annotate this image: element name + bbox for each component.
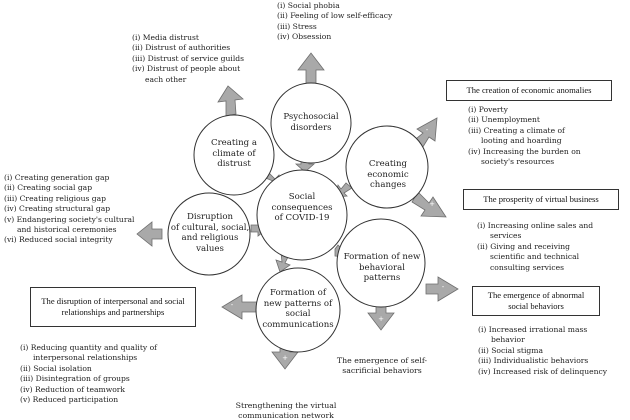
node-label-line: social: [285, 309, 311, 320]
list-item: (ii) Social stigma: [478, 345, 543, 355]
list-item: (iv) Distrust of people about each other: [132, 64, 241, 84]
list-anomalies: (i) Poverty (ii) Unemployment (iii) Crea…: [468, 105, 592, 167]
node-label-line: Formation of new: [343, 252, 421, 262]
node-communications-label: Formation of new patterns of social comm…: [260, 288, 336, 330]
list-item: (iv) Reduction of teamwork: [20, 384, 126, 394]
list-item: (v) Reduced participation: [20, 395, 119, 405]
list-distrust: (i) Media distrust (ii) Distrust of auth…: [132, 33, 256, 85]
list-item: (iii) Distrust of service guilds: [132, 53, 245, 63]
node-cultural-label: Disruption of cultural, social, and reli…: [169, 212, 251, 254]
node-label-line: values: [196, 243, 224, 254]
list-interpersonal: (i) Reducing quantity and quality of int…: [20, 343, 160, 405]
node-label-line: new patterns of: [263, 298, 333, 309]
arrow-cultural-left: [136, 221, 163, 247]
list-item: (iii) Disintegration of groups: [20, 374, 130, 384]
list-item: (ii) Unemployment: [468, 115, 540, 125]
node-label-line: distrust: [217, 159, 251, 170]
list-item: (iii) Individualistic behaviors: [478, 356, 589, 366]
node-label-line: Creating economic: [367, 159, 409, 180]
header-interpersonal-disruption: The disruption of interpersonal and soci…: [30, 287, 196, 327]
arrow-economic-plus: [411, 191, 447, 218]
list-item: (iv) Increasing the burden on society's …: [468, 146, 581, 167]
list-item: (iii) Creating a climate of looting and …: [468, 125, 565, 146]
list-item: (i) Media distrust: [132, 33, 199, 42]
list-item: (i) Creating generation gap: [4, 173, 110, 182]
sign-economic-plus: +: [429, 200, 435, 208]
list-item: (i) Increasing online sales and services: [477, 221, 594, 241]
node-label-line: changes: [369, 180, 406, 191]
node-label-line: climate of: [212, 148, 256, 159]
node-communications-circle: [255, 267, 341, 353]
center-label-line: consequences: [271, 202, 333, 213]
node-label-line: of cultural, social,: [170, 222, 250, 233]
header-economic-anomalies: The creation of economic anomalies: [446, 80, 612, 101]
list-item: (i) Poverty: [468, 105, 508, 114]
list-item: (i) Reducing quantity and quality of int…: [20, 343, 157, 363]
arrow-behavioral-minus: [425, 276, 459, 302]
sign-communications-minus: -: [230, 301, 234, 309]
center-circle: [256, 169, 348, 261]
node-distrust-circle: [193, 114, 275, 196]
node-economic-circle: [345, 125, 429, 209]
list-item: (ii) Giving and receiving scientific and…: [477, 241, 580, 272]
arrow-psychosocial-up: [297, 52, 325, 87]
node-psychosocial-label: Psychosocial disorders: [276, 112, 346, 133]
node-psychosocial-circle: [270, 82, 352, 164]
list-item: (v) Endangering society's cultural and h…: [4, 214, 135, 235]
arrow-distrust-up: [217, 85, 244, 117]
outcome-virtual-network: Strengthening the virtual communication …: [235, 401, 337, 420]
list-abnormal: (i) Increased irrational mass behavior (…: [478, 325, 608, 377]
list-item: (iv) Increased risk of delinquency: [478, 366, 608, 376]
list-item: (i) Increased irrational mass behavior: [478, 325, 588, 345]
list-item: (iv) Creating structural gap: [4, 204, 111, 214]
list-virtual: (i) Increasing online sales and services…: [477, 221, 603, 273]
header-abnormal-behaviors: The emergence of abnormal social behavio…: [472, 286, 600, 316]
node-cultural-circle: [167, 192, 251, 276]
list-item: (ii) Feeling of low self-efficacy: [277, 11, 393, 21]
center-label-line: Social: [288, 192, 316, 202]
list-item: (ii) Distrust of authorities: [132, 43, 231, 53]
list-item: (iv) Obsession: [277, 32, 332, 42]
list-item: (ii) Creating social gap: [4, 183, 93, 193]
node-behavioral-circle: [336, 218, 426, 308]
center-label: Social consequences of COVID-19: [262, 192, 342, 224]
node-economic-label: Creating economic changes: [349, 159, 427, 191]
node-label-line: and religious: [181, 233, 239, 244]
node-behavioral-label: Formation of new behavioral patterns: [341, 252, 423, 284]
center-label-line: of COVID-19: [274, 213, 330, 224]
list-item: (iii) Creating religious gap: [4, 193, 107, 203]
node-label-line: disorders: [290, 122, 332, 133]
header-virtual-business: The prosperity of virtual business: [463, 189, 619, 210]
list-item: (vi) Reduced social integrity: [4, 235, 113, 245]
sign-communications-plus: +: [282, 354, 288, 362]
list-item: (i) Social phobia: [277, 1, 340, 10]
node-label-line: Psychosocial: [283, 112, 339, 122]
node-label-line: Creating a: [211, 138, 257, 148]
list-cultural: (i) Creating generation gap (ii) Creatin…: [4, 173, 138, 246]
sign-economic-minus: -: [425, 126, 429, 134]
node-label-line: communications: [262, 319, 334, 330]
node-label-line: patterns: [363, 273, 401, 284]
list-item: (iii) Stress: [277, 21, 317, 31]
node-label-line: behavioral: [358, 262, 405, 273]
node-label-line: Formation of: [269, 288, 327, 298]
list-item: (ii) Social isolation: [20, 363, 92, 373]
arrow-communications-minus: [221, 294, 258, 320]
node-label-line: Disruption: [186, 212, 234, 222]
sign-behavioral-plus: +: [378, 315, 384, 323]
list-psychosocial: (i) Social phobia (ii) Feeling of low se…: [277, 1, 392, 43]
outcome-self-sacrificial: The emergence of self-sacrificial behavi…: [336, 356, 428, 376]
sign-behavioral-minus: -: [441, 283, 445, 291]
node-distrust-label: Creating a climate of distrust: [204, 138, 264, 170]
